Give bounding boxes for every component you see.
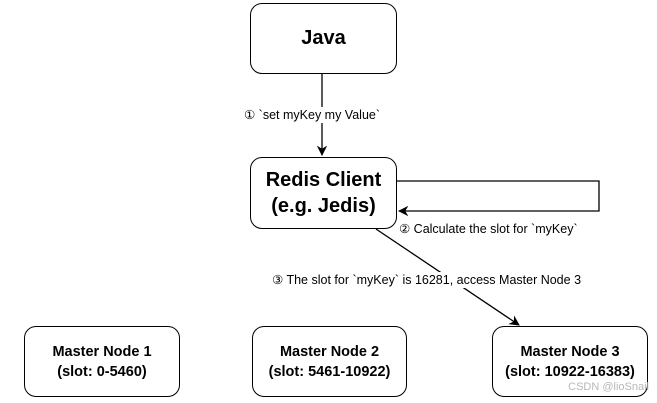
java-node: Java: [250, 3, 397, 74]
master-node-1-title: Master Node 1: [52, 343, 152, 360]
edge-client-self-loop: [397, 180, 600, 217]
redis-client-node: Redis Client (e.g. Jedis): [250, 157, 397, 229]
redis-client-subtitle: (e.g. Jedis): [271, 195, 376, 217]
master-node-3: Master Node 3 (slot: 10922-16383): [492, 326, 648, 397]
watermark: CSDN @lioSnail: [568, 381, 649, 393]
master-node-2-slots: (slot: 5461-10922): [268, 363, 391, 380]
master-node-3-title: Master Node 3: [520, 343, 620, 360]
edge-label-step3: ③ The slot for `myKey` is 16281, access …: [272, 272, 582, 288]
redis-client-title: Redis Client: [265, 169, 382, 191]
master-node-1-slots: (slot: 0-5460): [57, 363, 147, 380]
edge-label-step1: ① `set myKey my Value`: [244, 107, 381, 123]
edge-label-step2: ② Calculate the slot for `myKey`: [399, 221, 578, 237]
master-node-3-slots: (slot: 10922-16383): [505, 363, 635, 380]
master-node-2-title: Master Node 2: [279, 343, 380, 360]
master-node-1: Master Node 1 (slot: 0-5460): [24, 326, 180, 397]
java-node-label: Java: [301, 27, 346, 49]
master-node-2: Master Node 2 (slot: 5461-10922): [252, 326, 407, 397]
